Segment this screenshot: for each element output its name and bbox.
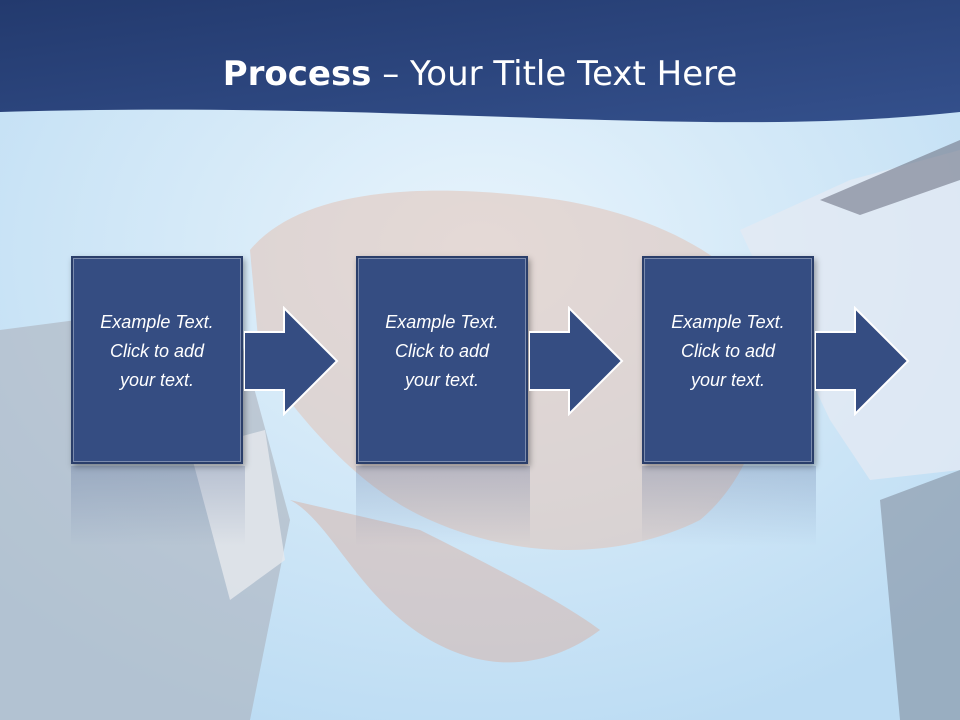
step-line-1: Example Text.: [100, 311, 214, 332]
process-step-2[interactable]: Example Text. Click to add your text.: [356, 256, 528, 464]
step-reflection: [642, 466, 816, 546]
step-line-2: Click to add: [109, 340, 205, 361]
step-reflection: [356, 466, 530, 546]
step-line-1: Example Text.: [385, 311, 499, 332]
step-line-2: Click to add: [680, 340, 776, 361]
process-step-3[interactable]: Example Text. Click to add your text.: [642, 256, 814, 464]
step-text: Example Text. Click to add your text.: [648, 308, 808, 395]
step-line-3: your text.: [690, 369, 766, 390]
right-arrow-icon: [815, 306, 910, 416]
step-line-2: Click to add: [394, 340, 490, 361]
step-line-3: your text.: [404, 369, 480, 390]
right-arrow-icon: [529, 306, 624, 416]
process-step-1[interactable]: Example Text. Click to add your text.: [71, 256, 243, 464]
step-line-1: Example Text.: [671, 311, 785, 332]
title-rest: – Your Title Text Here: [371, 54, 738, 94]
right-arrow-icon: [244, 306, 339, 416]
step-line-3: your text.: [119, 369, 195, 390]
step-text: Example Text. Click to add your text.: [362, 308, 522, 395]
step-reflection: [71, 466, 245, 546]
slide-title: Process – Your Title Text Here: [0, 52, 960, 96]
title-bold: Process: [222, 54, 372, 94]
step-text: Example Text. Click to add your text.: [77, 308, 237, 395]
